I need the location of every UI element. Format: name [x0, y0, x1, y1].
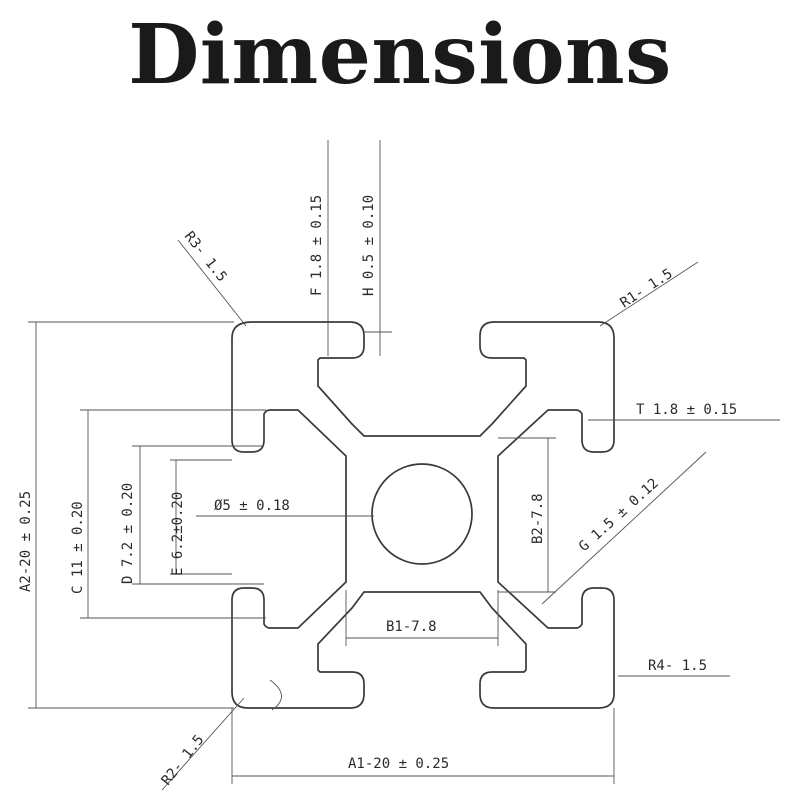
e-label: E 6.2±0.20: [170, 492, 186, 576]
r1-leader: [599, 261, 699, 327]
g-leader: [541, 451, 707, 605]
r3-label: R3- 1.5: [181, 229, 230, 285]
r1-label: R1- 1.5: [617, 266, 675, 312]
f-label: F 1.8 ± 0.15: [309, 195, 325, 296]
page-title: Dimensions: [128, 7, 672, 103]
c-label: C 11 ± 0.20: [70, 501, 86, 594]
center-bore: [371, 463, 473, 565]
b1-label: B1-7.8: [386, 619, 437, 635]
profile-outline: [231, 321, 615, 709]
g-label: G 1.5 ± 0.12: [576, 475, 662, 555]
a1-label: A1-20 ± 0.25: [348, 756, 449, 772]
r4-label: R4- 1.5: [648, 658, 707, 674]
r2-leader: [161, 697, 245, 791]
r2-corner-arc: [269, 679, 282, 711]
r2-label: R2- 1.5: [159, 732, 208, 788]
r3-leader: [177, 239, 247, 327]
h-label: H 0.5 ± 0.10: [361, 195, 377, 296]
b2-label: B2-7.8: [530, 493, 546, 544]
d-label: D 7.2 ± 0.20: [120, 483, 136, 584]
t-label: T 1.8 ± 0.15: [636, 402, 737, 418]
a2-label: A2-20 ± 0.25: [18, 491, 34, 592]
phi-label: Ø5 ± 0.18: [214, 498, 290, 514]
